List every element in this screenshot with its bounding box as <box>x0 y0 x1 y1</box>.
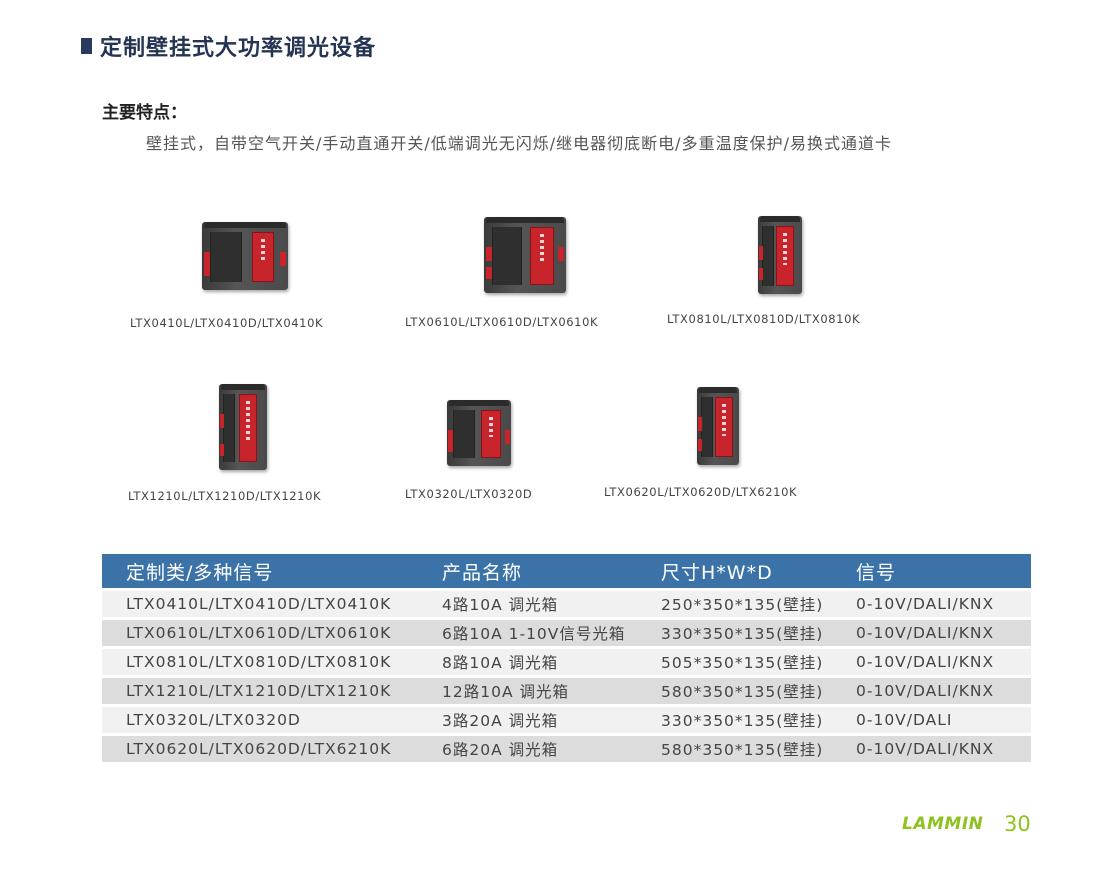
features-text: 壁挂式，自带空气开关/手动直通开关/低端调光无闪烁/继电器彻底断电/多重温度保护… <box>146 134 892 153</box>
table-cell: 330*350*135(壁挂) <box>637 707 832 733</box>
spec-table: 定制类/多种信号 产品名称 尺寸H*W*D 信号 LTX0410L/LTX041… <box>102 551 1031 765</box>
table-row: LTX0410L/LTX0410D/LTX0410K 4路10A 调光箱 250… <box>102 591 1031 617</box>
product-caption: LTX0620L/LTX0620D/LTX6210K <box>604 485 798 499</box>
table-cell: 3路20A 调光箱 <box>422 707 637 733</box>
table-cell: 505*350*135(壁挂) <box>637 649 832 675</box>
table-header-cell: 定制类/多种信号 <box>102 554 422 588</box>
table-cell: 0-10V/DALI/KNX <box>832 678 1031 704</box>
dimmer-device-image <box>697 387 739 465</box>
table-cell: 12路10A 调光箱 <box>422 678 637 704</box>
product-caption: LTX0410L/LTX0410D/LTX0410K <box>130 316 324 330</box>
title-square-icon <box>81 38 92 54</box>
product-caption: LTX0810L/LTX0810D/LTX0810K <box>667 312 861 326</box>
table-cell: 250*350*135(壁挂) <box>637 591 832 617</box>
table-cell: 0-10V/DALI/KNX <box>832 620 1031 646</box>
table-cell: 0-10V/DALI/KNX <box>832 591 1031 617</box>
table-cell: LTX0410L/LTX0410D/LTX0410K <box>102 591 422 617</box>
dimmer-device-image <box>484 217 566 293</box>
table-cell: 6路20A 调光箱 <box>422 736 637 762</box>
table-cell: 580*350*135(壁挂) <box>637 736 832 762</box>
table-header-row: 定制类/多种信号 产品名称 尺寸H*W*D 信号 <box>102 554 1031 588</box>
product-caption: LTX0320L/LTX0320D <box>405 487 533 501</box>
table-cell: LTX0320L/LTX0320D <box>102 707 422 733</box>
table-cell: 580*350*135(壁挂) <box>637 678 832 704</box>
page-number: 30 <box>1004 812 1031 836</box>
table-cell: LTX0620L/LTX0620D/LTX6210K <box>102 736 422 762</box>
dimmer-device-image <box>758 216 802 294</box>
table-cell: 0-10V/DALI/KNX <box>832 736 1031 762</box>
table-cell: LTX0610L/LTX0610D/LTX0610K <box>102 620 422 646</box>
product-caption: LTX0610L/LTX0610D/LTX0610K <box>405 315 599 329</box>
table-cell: 0-10V/DALI/KNX <box>832 649 1031 675</box>
table-header-cell: 尺寸H*W*D <box>637 554 832 588</box>
features-label: 主要特点： <box>102 103 187 123</box>
dimmer-device-image <box>447 400 511 466</box>
table-header-cell: 产品名称 <box>422 554 637 588</box>
table-cell: 330*350*135(壁挂) <box>637 620 832 646</box>
table-row: LTX0810L/LTX0810D/LTX0810K 8路10A 调光箱 505… <box>102 649 1031 675</box>
table-cell: LTX1210L/LTX1210D/LTX1210K <box>102 678 422 704</box>
brand-logo: LAMMIN <box>902 814 984 834</box>
table-row: LTX1210L/LTX1210D/LTX1210K 12路10A 调光箱 58… <box>102 678 1031 704</box>
dimmer-device-image <box>219 384 267 470</box>
table-cell: 8路10A 调光箱 <box>422 649 637 675</box>
dimmer-device-image <box>202 222 288 290</box>
table-cell: 0-10V/DALI <box>832 707 1031 733</box>
page-title-block: 定制壁挂式大功率调光设备 <box>81 30 376 62</box>
table-row: LTX0620L/LTX0620D/LTX6210K 6路20A 调光箱 580… <box>102 736 1031 762</box>
table-cell: LTX0810L/LTX0810D/LTX0810K <box>102 649 422 675</box>
table-cell: 4路10A 调光箱 <box>422 591 637 617</box>
page-title: 定制壁挂式大功率调光设备 <box>100 36 377 61</box>
product-caption: LTX1210L/LTX1210D/LTX1210K <box>128 489 322 503</box>
table-header-cell: 信号 <box>832 554 1031 588</box>
table-row: LTX0320L/LTX0320D 3路20A 调光箱 330*350*135(… <box>102 707 1031 733</box>
table-cell: 6路10A 1-10V信号光箱 <box>422 620 637 646</box>
table-row: LTX0610L/LTX0610D/LTX0610K 6路10A 1-10V信号… <box>102 620 1031 646</box>
